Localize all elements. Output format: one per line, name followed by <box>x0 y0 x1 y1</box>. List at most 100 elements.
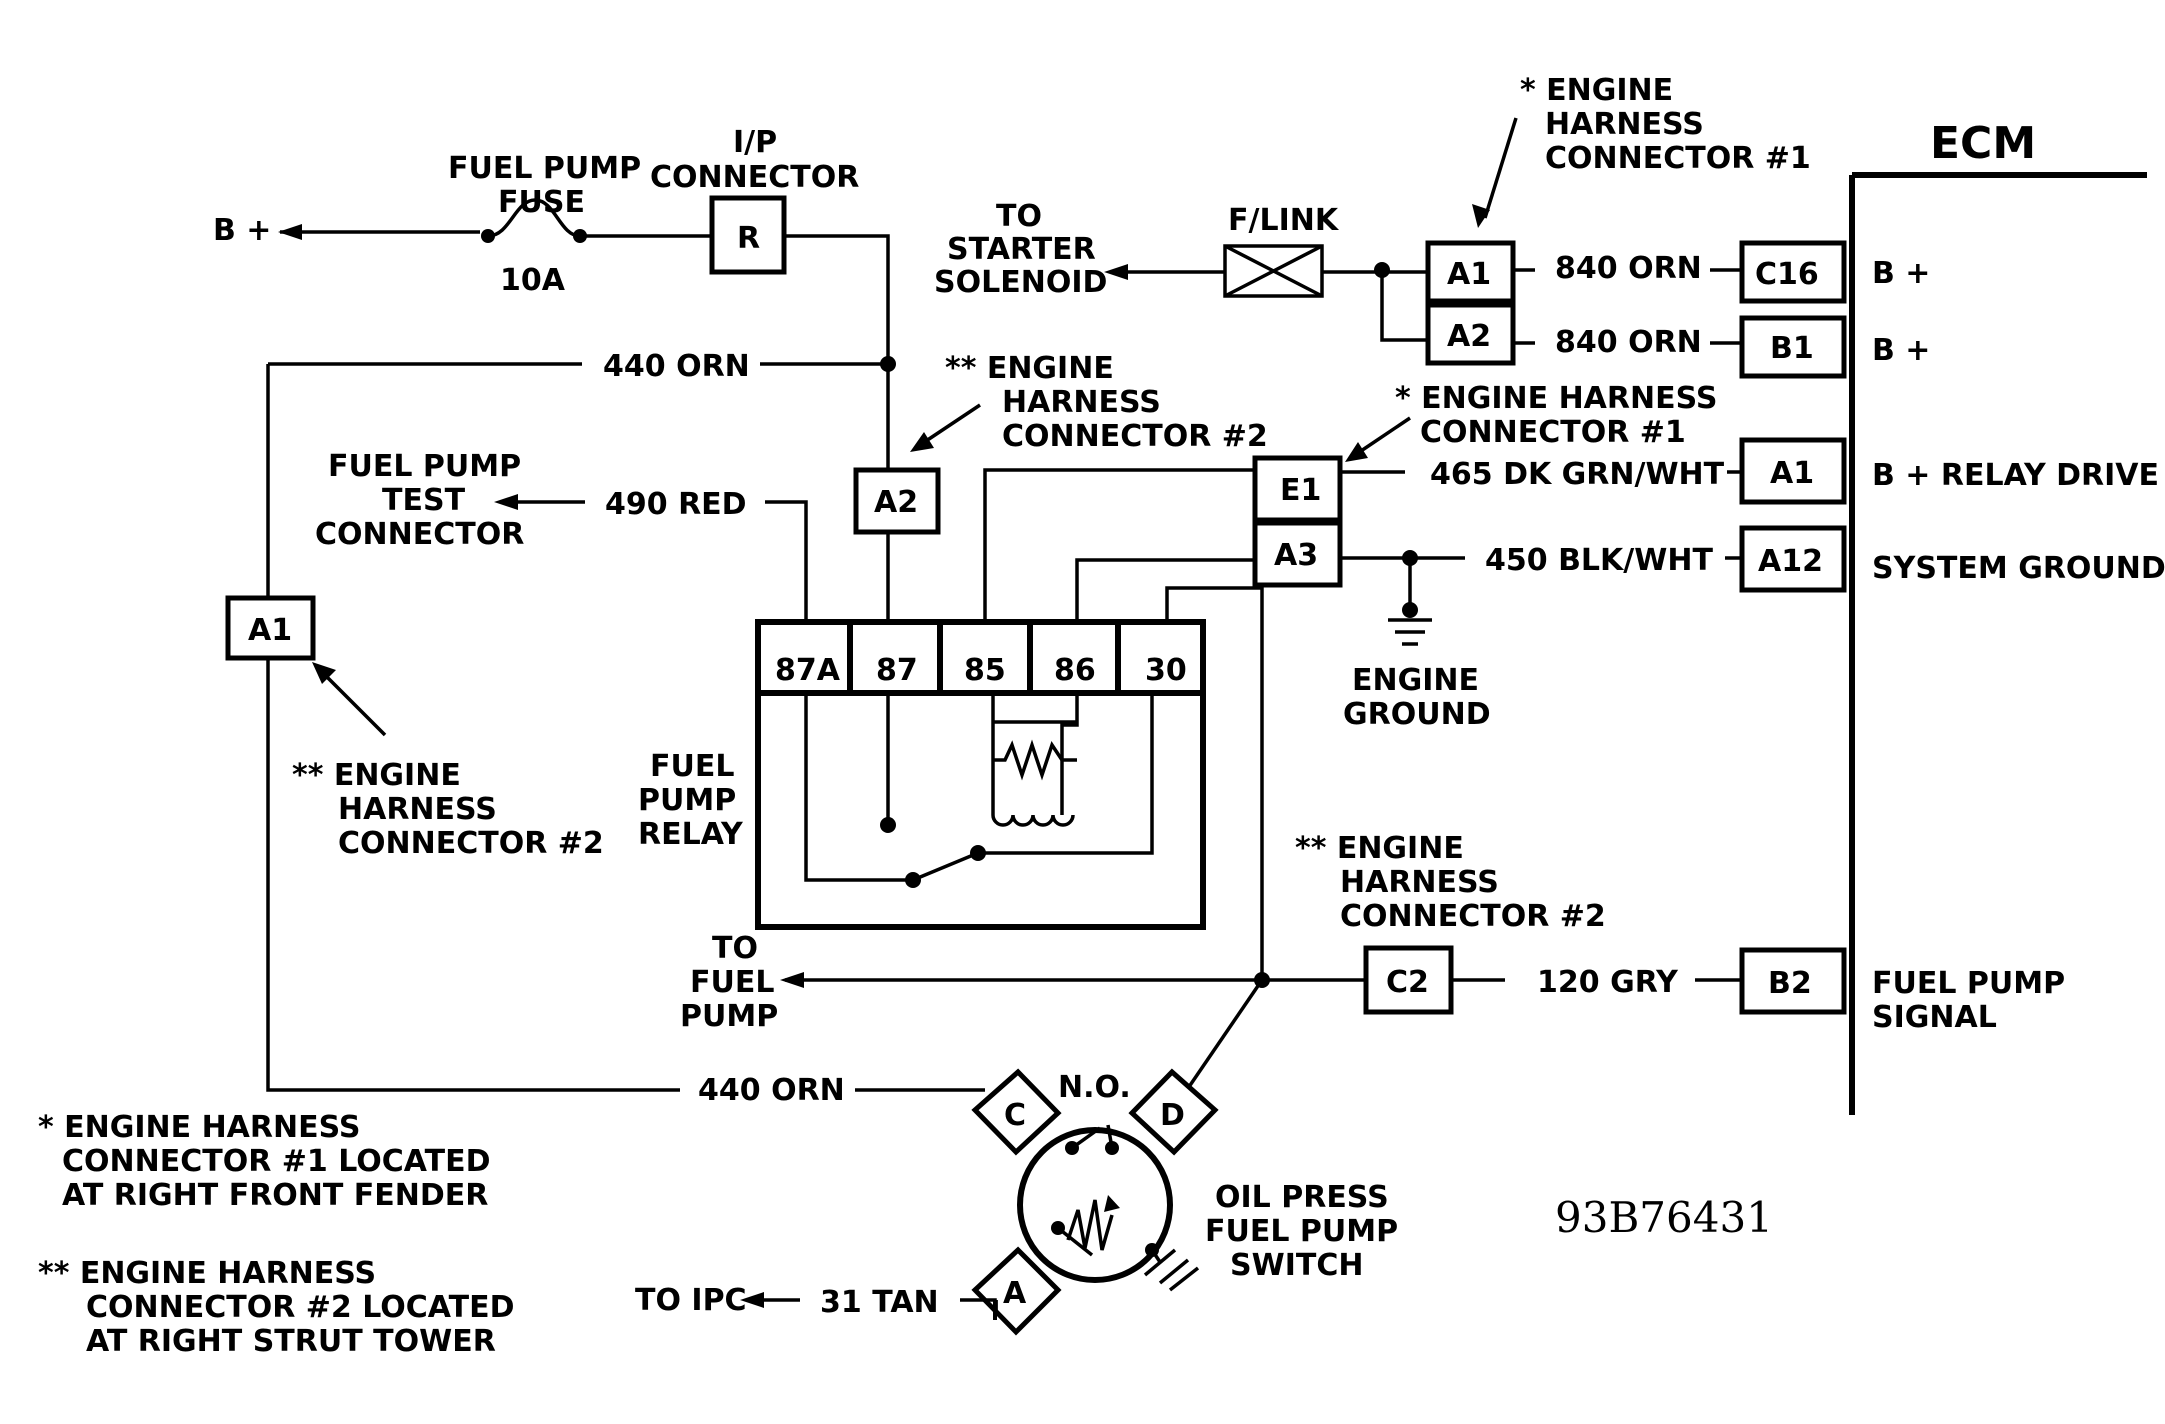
ecm-b1: B1 <box>1739 315 1847 379</box>
eh1-top-pointer <box>1483 117 1518 219</box>
eh2-a1-left-label: A1 <box>248 613 292 648</box>
ecm-c16-label: C16 <box>1755 257 1819 292</box>
eh2-left-pointer <box>318 668 387 737</box>
eh1-a3: A3 <box>1252 520 1343 588</box>
note-2-line-3: AT RIGHT STRUT TOWER <box>86 1324 496 1359</box>
ecm-b-plus-2: B + <box>1872 333 1930 368</box>
ecm-a1-box <box>1739 437 1847 505</box>
eh2-a2: A2 <box>853 467 941 535</box>
relay-coil-resistor <box>993 739 1077 781</box>
switch-terminal-d-shape <box>1128 1068 1219 1156</box>
eh1-e1: E1 <box>1252 455 1343 523</box>
switch-terminal-c-shape <box>971 1068 1062 1156</box>
fuel-pump-signal-label-2: SIGNAL <box>1872 1000 1997 1035</box>
ecm-title: ECM <box>1930 118 2036 169</box>
test-connector: FUEL PUMP TEST CONNECTOR 490 RED <box>315 449 808 622</box>
ecm-c16-box <box>1739 240 1847 304</box>
splice-to-a2-wire <box>1380 270 1428 342</box>
eh2-c2-label: C2 <box>1386 965 1429 1000</box>
diagram-code: 93B76431 <box>1555 1193 1773 1242</box>
splice-to-switch-d <box>1178 979 1264 1101</box>
ecm-a12-label: A12 <box>1758 544 1823 579</box>
eh2-a1-left: A1 <box>225 595 316 661</box>
relay-terminal-85: 85 <box>964 653 1006 688</box>
switch-ground-hatch-3 <box>1168 1266 1200 1292</box>
eh1-top-label-2: HARNESS <box>1545 107 1704 142</box>
relay-87a-contact-wire <box>804 693 906 882</box>
relay-terminal-86: 86 <box>1054 653 1096 688</box>
switch-blade-d <box>1106 1124 1114 1149</box>
ip-to-relay-wire <box>784 234 890 468</box>
eh1-a1-box <box>1425 240 1516 304</box>
eh2-mid-label-2: HARNESS <box>1002 385 1161 420</box>
eh1-mid-label-1: * ENGINE HARNESS <box>1395 381 1717 416</box>
switch-ground-lead <box>1150 1249 1162 1263</box>
b-plus-left-label: B + <box>213 213 271 248</box>
relay-terminal-30: 30 <box>1145 653 1187 688</box>
oil-pressure-switch: N.O. C D A OIL PRESS FUEL PUMP SWITCH <box>971 1068 1398 1336</box>
eh1-e1-label: E1 <box>1280 473 1321 508</box>
eh1-a2: A2 <box>1425 302 1516 366</box>
system-ground-label: SYSTEM GROUND <box>1872 551 2165 586</box>
ip-connector-r-label: R <box>737 221 760 256</box>
wire-31-tan: 31 TAN <box>820 1285 939 1320</box>
eh1-mid-pointer-head <box>1345 442 1368 462</box>
switch-terminal-d-label: D <box>1160 1098 1185 1133</box>
note-1-line-2: CONNECTOR #1 LOCATED <box>62 1144 491 1179</box>
eh1-mid-pointer <box>1354 416 1411 457</box>
power-feed: B + FUEL PUMP FUSE 10A I/P CONNECTOR R <box>213 125 896 468</box>
oil-switch-label-1: OIL PRESS <box>1215 1180 1389 1215</box>
wire-440-loop: 440 ORN A1 440 ORN ** ENGINE HARNESS CON… <box>225 349 985 1108</box>
wire-840-orn-2: 840 ORN <box>1555 325 1702 360</box>
fusible-link-x2 <box>1224 244 1323 298</box>
relay-30-wire <box>978 693 1154 855</box>
relay-87-contact <box>880 817 896 833</box>
relay-control: * ENGINE HARNESS CONNECTOR #1 E1 A3 465 … <box>983 381 2165 980</box>
fuel-pump-feed: TO FUEL PUMP ** ENGINE HARNESS CONNECTOR… <box>680 831 2065 1101</box>
eh2-a1-left-box <box>225 595 316 661</box>
eh1-e1-box <box>1252 455 1343 523</box>
wire-465-label: 465 DK GRN/WHT <box>1430 457 1725 492</box>
starter-label-3: SOLENOID <box>934 265 1107 300</box>
starter-label-2: STARTER <box>947 232 1096 267</box>
switch-ground-hatch-2 <box>1158 1258 1190 1285</box>
fuel-pump-fuse-label-2: FUSE <box>498 185 585 220</box>
eh2-right-label-2: HARNESS <box>1340 865 1499 900</box>
note-2-line-2: CONNECTOR #2 LOCATED <box>86 1290 515 1325</box>
eh1-top-label-3: CONNECTOR #1 <box>1545 141 1811 176</box>
switch-terminal-a-label: A <box>1003 1276 1027 1311</box>
to-fuel-pump-label-1: TO <box>712 931 758 966</box>
starter-circuit: TO STARTER SOLENOID F/LINK * ENGINE HARN… <box>934 73 1930 379</box>
ecm-c16: C16 <box>1739 240 1847 304</box>
eh2-right-label-1: ** ENGINE <box>1295 831 1464 866</box>
fuel-pump-arrow <box>780 972 804 988</box>
eh2-c2: C2 <box>1363 945 1454 1015</box>
to-fuel-pump-label-2: FUEL <box>690 965 774 1000</box>
note-1-line-1: * ENGINE HARNESS <box>38 1110 360 1145</box>
ecm-a1: A1 <box>1739 437 1847 505</box>
eh1-top-pointer-head <box>1472 204 1490 228</box>
b-plus-arrow <box>278 224 302 240</box>
engine-ground-label-2: GROUND <box>1343 697 1491 732</box>
eh2-left-label-3: CONNECTOR #2 <box>338 826 604 861</box>
eh2-right-label-3: CONNECTOR #2 <box>1340 899 1606 934</box>
switch-terminal-d: D <box>1128 1068 1219 1156</box>
test-connector-label-3: CONNECTOR <box>315 517 524 552</box>
ip-connector-label-1: I/P <box>733 125 777 160</box>
ecm: ECM <box>1849 118 2147 1115</box>
switch-blade-c <box>1070 1126 1102 1150</box>
starter-arrow <box>1104 264 1128 280</box>
to-fuel-pump-label-3: PUMP <box>680 999 778 1034</box>
relay-coil-windings <box>991 814 1075 827</box>
to-ipc-label: TO IPC <box>635 1283 747 1318</box>
fuel-pump-signal-label-1: FUEL PUMP <box>1872 966 2065 1001</box>
wire-31-to-switch <box>960 1298 997 1320</box>
eh2-left-label-2: HARNESS <box>338 792 497 827</box>
wire-440-left-lower <box>266 658 680 1092</box>
ecm-a1-label: A1 <box>1770 456 1814 491</box>
ecm-b2-label: B2 <box>1768 966 1812 1001</box>
switch-pressure-arrow <box>1104 1195 1120 1212</box>
relay-86-to-a3 <box>1075 558 1255 622</box>
eh2-a2-label: A2 <box>874 485 918 520</box>
wire-490-to-87a <box>765 500 808 622</box>
